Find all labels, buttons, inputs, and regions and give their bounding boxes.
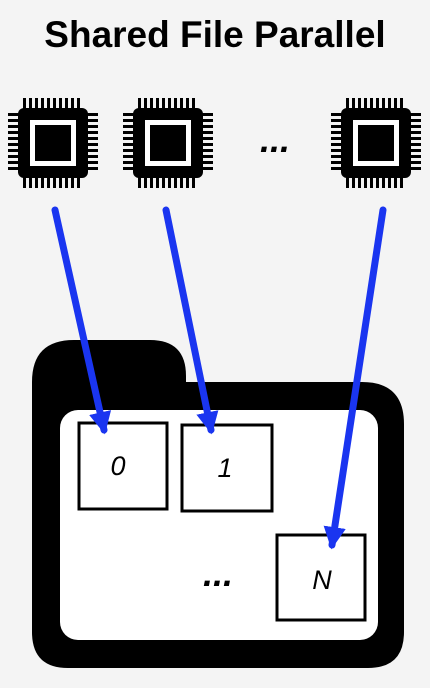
diagram-title: Shared File Parallel bbox=[44, 14, 385, 55]
file-block-label-n: N bbox=[312, 565, 332, 595]
cpu-chip-icon bbox=[8, 98, 98, 188]
file-blocks-ellipsis: ... bbox=[203, 553, 233, 594]
cpu-chip-icon bbox=[331, 98, 421, 188]
file-block-1 bbox=[180, 423, 274, 513]
file-block-n bbox=[275, 533, 367, 622]
arrow-processor-1-to-block-1 bbox=[162, 206, 219, 435]
file-block-label-1: 1 bbox=[217, 453, 232, 483]
file-block-0 bbox=[77, 421, 169, 511]
processors-ellipsis: ... bbox=[260, 119, 290, 160]
arrow-processor-n-to-block-n bbox=[323, 206, 387, 550]
cpu-chip-icon bbox=[123, 98, 213, 188]
file-block-label-0: 0 bbox=[110, 451, 125, 481]
arrow-processor-0-to-block-0 bbox=[51, 206, 112, 435]
